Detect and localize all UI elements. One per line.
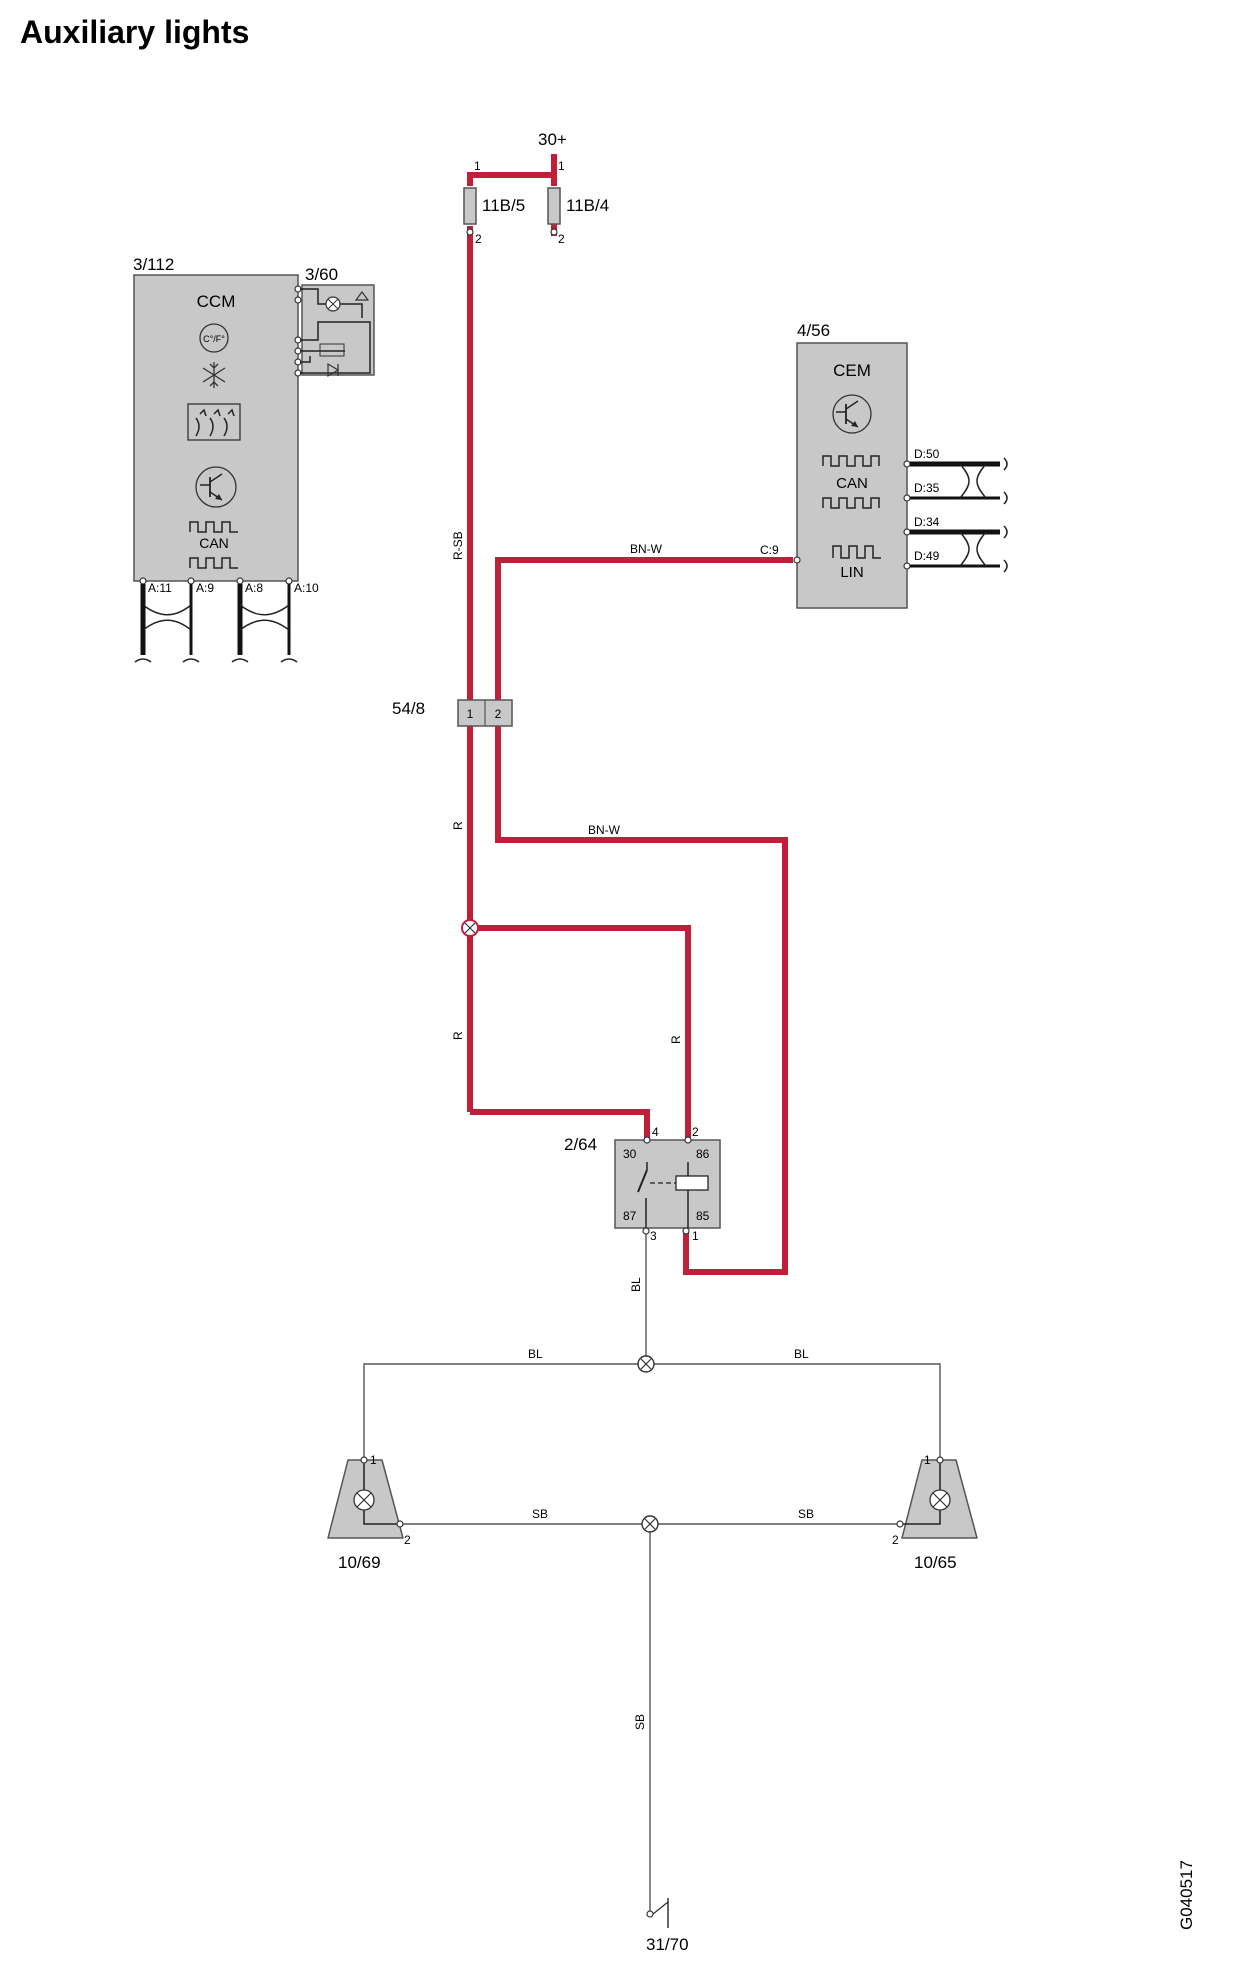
ccm-temp-symbol: C°/F° <box>203 334 225 344</box>
panel-id: 3/60 <box>305 265 338 284</box>
relay-t86: 86 <box>696 1147 710 1161</box>
cem-name: CEM <box>833 361 871 380</box>
ccm-name: CCM <box>197 292 236 311</box>
lamp-10-65-id: 10/65 <box>914 1553 957 1572</box>
ccm-pin-a10: A:10 <box>294 581 319 595</box>
ccm-module: CCM C°/F° <box>133 274 302 585</box>
wire-label-r-b: R <box>451 1031 465 1040</box>
cem-pin-d34: D:34 <box>914 515 940 529</box>
lamp-10-65-pin1: 1 <box>924 1453 931 1467</box>
cem-lin-label: LIN <box>840 564 863 581</box>
cem-can-icon: CAN <box>822 455 880 509</box>
lamp-10-65-pin2: 2 <box>892 1533 899 1547</box>
cem-pin-d50: D:50 <box>914 447 940 461</box>
cem-id: 4/56 <box>797 321 830 340</box>
splice-bl <box>637 1355 655 1373</box>
ccm-id: 3/112 <box>133 255 174 274</box>
relay-t85: 85 <box>696 1209 710 1223</box>
connector-pin2: 2 <box>495 707 502 721</box>
thin-wires <box>363 1232 941 1912</box>
supply-pin-a: 1 <box>474 159 481 173</box>
cem-can-label: CAN <box>836 475 868 492</box>
supply-pin-b: 1 <box>558 159 565 173</box>
relay-switch-icon <box>637 1169 648 1193</box>
relay-coil-icon <box>675 1175 709 1191</box>
relay-2-64: 30 86 87 85 <box>614 1136 721 1235</box>
relay-pin1: 1 <box>692 1229 699 1243</box>
lamp-10-69-id: 10/69 <box>338 1553 381 1572</box>
lamp-10-69-pin1: 1 <box>370 1453 377 1467</box>
fuse-11b4-pin2: 2 <box>558 232 565 246</box>
wire-label-bn-w-top: BN-W <box>630 542 663 556</box>
fuse-11b5-pin2: 2 <box>475 232 482 246</box>
wire-bn-w-to-relay85 <box>495 726 788 1275</box>
figure-id: G040517 <box>1177 1860 1196 1930</box>
ccm-bus-wires <box>134 584 298 663</box>
lamp-10-69-pin2: 2 <box>404 1533 411 1547</box>
wire-label-bl-left: BL <box>528 1347 543 1361</box>
ccm-can-label: CAN <box>199 535 229 551</box>
cem-lin-icon: LIN <box>832 545 881 581</box>
cem-pin-d49: D:49 <box>914 549 940 563</box>
temperature-icon <box>199 323 229 353</box>
defrost-icon <box>187 403 241 441</box>
wire-label-bn-w-mid: BN-W <box>588 823 621 837</box>
fuse-11b4: 11B/4 2 <box>547 187 609 246</box>
relay-pin4: 4 <box>652 1125 659 1139</box>
led-icon <box>327 362 340 378</box>
resistor-icon <box>319 343 345 357</box>
can-signal-icon: CAN <box>189 521 238 569</box>
cem-pin-c9: C:9 <box>760 543 779 557</box>
connector-id: 54/8 <box>392 699 425 718</box>
ccm-pin-a11: A:11 <box>148 581 172 595</box>
triangle-icon <box>354 291 370 301</box>
fuse-11b5-label: 11B/5 <box>482 196 525 215</box>
lamp-10-65: 1 2 10/65 <box>892 1453 978 1572</box>
supply-label: 30+ <box>538 130 567 149</box>
wire-label-sb-left: SB <box>532 1507 548 1521</box>
ground-31-70: 31/70 <box>646 1898 689 1954</box>
wire-label-bl-down: BL <box>629 1277 643 1292</box>
splice-r <box>461 919 479 937</box>
wire-r-to-relay30 <box>470 1109 650 1140</box>
diagram-title: Auxiliary lights <box>20 14 250 50</box>
cem-transistor-icon <box>832 394 872 434</box>
wire-label-sb-right: SB <box>798 1507 814 1521</box>
ground-id: 31/70 <box>646 1935 689 1954</box>
ground-icon <box>652 1901 669 1915</box>
ccm-pin-a8: A:8 <box>245 581 263 595</box>
ccm-pin-a9: A:9 <box>196 581 214 595</box>
panel-3-60 <box>300 284 375 378</box>
wire-label-r-c: R <box>669 1035 683 1044</box>
connector-54-8: 1 2 <box>457 699 513 727</box>
wire-label-bl-right: BL <box>794 1347 809 1361</box>
wire-r-to-relay86 <box>470 925 691 1140</box>
relay-id: 2/64 <box>564 1135 597 1154</box>
relay-pin3: 3 <box>650 1229 657 1243</box>
supply-wires <box>467 154 793 1275</box>
wire-label-sb-down: SB <box>633 1714 647 1730</box>
relay-pin2: 2 <box>692 1125 699 1139</box>
lamp-10-69: 1 2 10/69 <box>327 1453 411 1572</box>
wire-label-r-a: R <box>451 821 465 830</box>
cem-pin-d35: D:35 <box>914 481 940 495</box>
splice-sb <box>641 1515 659 1533</box>
wire-label-r-sb: R-SB <box>451 531 465 560</box>
wire-bl-branch <box>363 1363 941 1460</box>
fuse-11b4-label: 11B/4 <box>566 196 609 215</box>
transistor-icon <box>195 466 237 508</box>
cem-module: CEM CAN LIN <box>793 342 911 609</box>
relay-t30: 30 <box>623 1147 637 1161</box>
connector-pin1: 1 <box>467 707 474 721</box>
relay-t87: 87 <box>623 1209 637 1223</box>
wire-bn-w-top <box>495 557 793 700</box>
snowflake-icon <box>202 362 226 388</box>
cem-bus-wires <box>910 457 1008 573</box>
supply-bus-wire <box>467 154 557 186</box>
fuse-11b5: 11B/5 2 <box>463 187 525 246</box>
